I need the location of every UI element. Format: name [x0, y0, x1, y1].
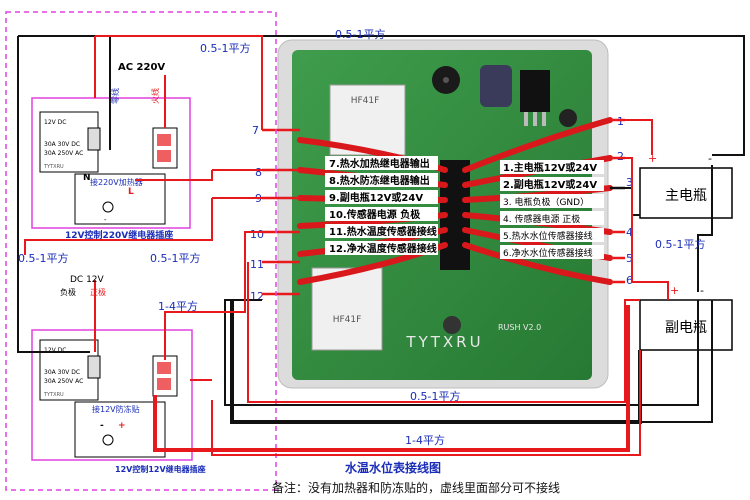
pin-label-6: 6.净水水位传感器接线	[503, 247, 593, 259]
red-wires	[24, 35, 669, 456]
pin-num-12: 12	[250, 290, 264, 303]
gauge-bottom: 0.5-1平方	[410, 389, 460, 403]
pin-label-4: 4. 传感器电源 正极	[503, 213, 580, 225]
live-label: 火线	[150, 88, 160, 104]
gauge-left: 0.5-1平方	[18, 251, 68, 265]
antifreeze-label: 接12V防冻贴	[92, 404, 140, 414]
relay2-spec1: 12V DC	[44, 347, 66, 354]
main-battery-minus: -	[708, 152, 712, 165]
pin-num-7: 7	[252, 124, 259, 137]
pin-label-12: 12.净水温度传感器接线	[329, 242, 437, 255]
relay-top-hf: HF41F	[351, 96, 380, 106]
gauge-mid: 0.5-1平方	[150, 251, 200, 265]
relay1-spec3: 30A 250V AC	[44, 150, 83, 157]
sub-battery-minus: -	[700, 284, 704, 297]
pin-label-8: 8.热水防冻继电器输出	[329, 174, 430, 187]
left-pin-leads	[262, 128, 300, 296]
antifreeze-box	[74, 401, 166, 458]
pin-label-9: 9.副电瓶12V或24V	[329, 191, 423, 204]
pin-label-1: 1.主电瓶12V或24V	[503, 161, 597, 174]
gauge-left-top: 0.5-1平方	[200, 41, 250, 55]
capacitor	[480, 65, 512, 107]
diagram-note: 备注：没有加热器和防冻贴的，虚线里面部分可不接线	[272, 480, 560, 495]
ac-label: AC 220V	[118, 62, 165, 73]
gauge-labels: 0.5-1平方 0.5-1平方 0.5-1平方 0.5-1平方 0.5-1平方 …	[18, 27, 705, 447]
antifreeze-minus: -	[100, 421, 104, 431]
left-pin-labels: 7.热水加热继电器输出 8.热水防冻继电器输出 9.副电瓶12V或24V 10.…	[325, 156, 438, 255]
pin-label-11: 11.热水温度传感器接线	[329, 225, 437, 238]
right-pin-numbers: 1 2 3 4 5 6	[617, 115, 633, 287]
pin-num-8: 8	[255, 166, 262, 179]
pin-num-1: 1	[617, 115, 624, 128]
heater-ground: -	[104, 216, 107, 224]
dc-label: DC 12V	[70, 275, 105, 285]
heater-l: L	[128, 187, 134, 197]
antifreeze-plus: +	[118, 421, 126, 431]
regulator	[520, 70, 550, 112]
pin-label-5: 5.热水水位传感器接线	[503, 230, 593, 242]
pin-num-10: 10	[250, 228, 264, 241]
pin-num-3: 3	[626, 176, 633, 189]
optional-region	[5, 11, 277, 491]
antifreeze-relay-socket	[31, 329, 193, 461]
black-wires	[17, 35, 745, 423]
pin-label-3: 3. 电瓶负极（GND）	[503, 196, 589, 208]
relay2-brand: TYTXRU	[43, 392, 64, 398]
right-pin-leads	[610, 118, 625, 284]
dc-neg-label: 负极	[60, 287, 76, 297]
pin-num-2: 2	[617, 150, 624, 163]
thick-red-wire	[153, 305, 630, 452]
pin-num-5: 5	[626, 252, 633, 265]
neutral-label: 零线	[110, 88, 120, 104]
sub-battery-plus: +	[670, 284, 679, 297]
pin-label-7: 7.热水加热继电器输出	[329, 157, 430, 170]
main-battery-plus: +	[648, 152, 657, 165]
heater-label: 接220V加热器	[90, 177, 143, 187]
relay1-brand: TYTXRU	[43, 164, 64, 170]
left-pin-numbers: 7 8 9 10 11 12	[250, 124, 264, 303]
antifreeze-socket-label: 12V控制12V继电器插座	[115, 464, 206, 474]
sub-battery-label: 副电瓶	[665, 320, 707, 336]
relay2-spec3: 30A 250V AC	[44, 378, 83, 385]
sub-battery	[639, 299, 733, 351]
heater-socket-label: 12V控制220V继电器插座	[65, 229, 173, 241]
relay1-spec2: 30A 30V DC	[44, 141, 80, 148]
dc-pos-label: 正极	[90, 287, 106, 297]
gauge-top: 0.5-1平方	[335, 27, 385, 41]
pin-num-11: 11	[250, 258, 264, 271]
board-brand: TYTXRU	[405, 333, 483, 351]
relay-bottom	[311, 267, 383, 351]
pin-num-6: 6	[626, 274, 633, 287]
right-pin-labels: 1.主电瓶12V或24V 2.副电瓶12V或24V 3. 电瓶负极（GND） 4…	[500, 160, 604, 259]
relay1-spec1: 12V DC	[44, 119, 66, 126]
pin-num-4: 4	[626, 226, 633, 239]
gauge-1-4-a: 1-4平方	[158, 299, 198, 313]
small-capacitor	[443, 316, 461, 334]
relay-bottom-hf: HF41F	[333, 315, 362, 325]
relay2-spec2: 30A 30V DC	[44, 369, 80, 376]
diagram-title: 水温水位表接线图	[345, 460, 441, 475]
pin-label-10: 10.传感器电源 负极	[329, 208, 421, 221]
main-battery-label: 主电瓶	[665, 188, 707, 204]
gauge-right: 0.5-1平方	[655, 237, 705, 251]
main-battery	[639, 167, 733, 219]
gauge-1-4-b: 1-4平方	[405, 433, 445, 447]
pin-label-2: 2.副电瓶12V或24V	[503, 178, 597, 191]
heater-box	[74, 173, 166, 225]
heater-n: N	[83, 173, 91, 183]
board-model: RUSH V2.0	[498, 323, 541, 332]
